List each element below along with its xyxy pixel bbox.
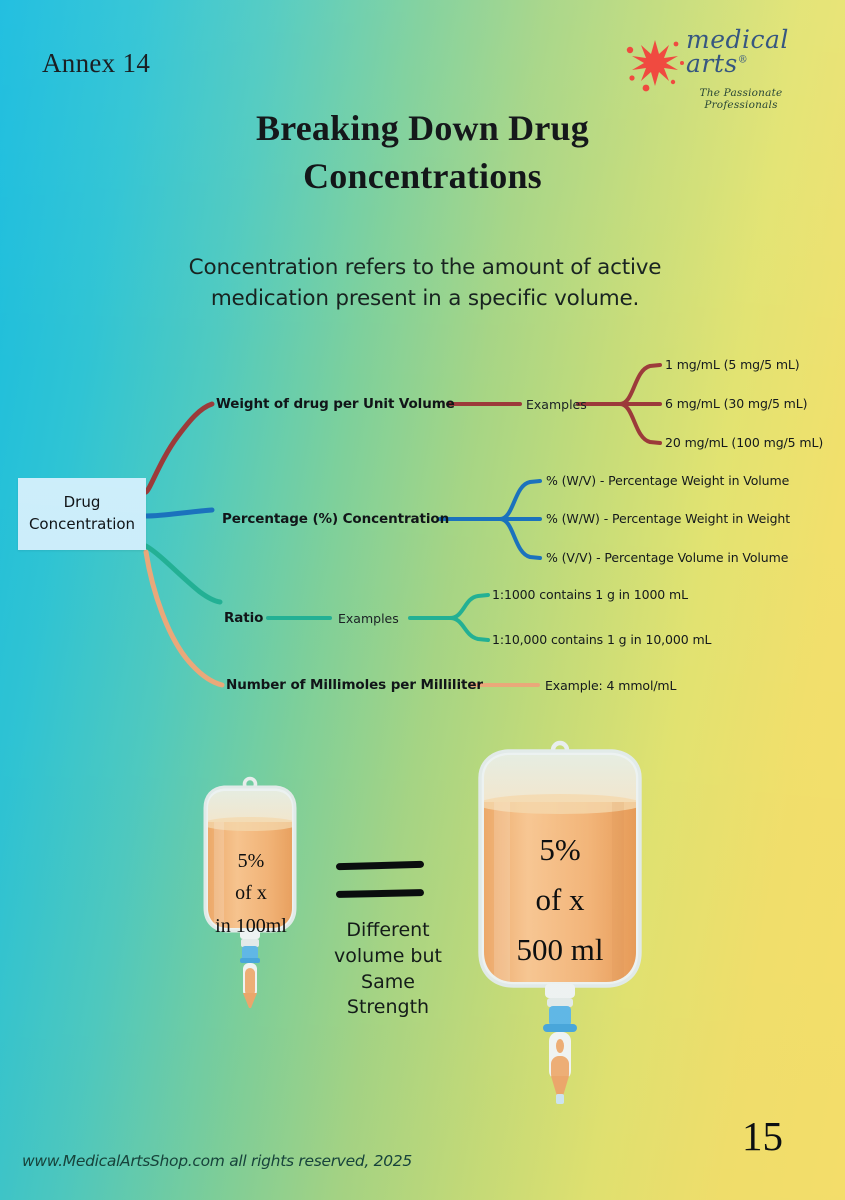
equals-bar-top [335,860,425,871]
branch-1-leaf-line-1 [618,363,662,406]
comparison-caption: Different volume but Same Strength [298,918,478,1021]
mindmap-connectors [143,363,662,688]
page-number: 15 [742,1113,783,1159]
small-bag-line2: of x [235,882,267,905]
branch-1-leaf-2: 6 mg/mL (30 mg/5 mL) [665,396,808,411]
caption-line1: Different [346,919,430,941]
branch-label-weight-per-unit-volume: Weight of drug per Unit Volume [216,396,455,412]
caption-line2: volume but [334,944,442,967]
branch-label-ratio: Ratio [224,610,264,626]
footer-copyright: www.MedicalArtsShop.com all rights reser… [22,1152,412,1170]
mindmap-diagram: Drug Concentration Weight of drug per Un… [0,340,845,720]
branch-label-millimoles-per-milliliter: Number of Millimoles per Milliliter [226,677,483,693]
branch-3-leaf-2: 1:10,000 contains 1 g in 10,000 mL [492,632,712,647]
equals-bar-bottom [335,889,425,898]
branch-2-leaf-1: % (W/V) - Percentage Weight in Volume [546,473,790,488]
branch-2-leaf-line-3 [498,517,542,560]
branch-curve-4 [143,549,225,688]
registered-mark-icon: ® [737,54,749,66]
branch-2-leaf-3: % (V/V) - Percentage Volume in Volume [546,550,789,565]
medical-arts-logo: medical arts® The Passionate Professiona… [612,24,812,111]
branch-curve-1 [143,401,215,495]
large-iv-bag [478,740,642,1104]
page-title: Breaking Down Drug Concentrations [0,104,845,200]
branch-1-mid-label: Examples [526,397,587,412]
branch-label-percentage-concentration: Percentage (%) Concentration [222,511,450,527]
large-bag-line2: of x [535,882,585,918]
caption-line4: Strength [346,996,430,1019]
subtitle-line2: medication present in a specific volume. [210,285,640,311]
logo-brand-line1: medical [686,25,789,54]
branch-curve-3 [143,543,223,605]
branch-3-leaf-line-1 [448,593,490,620]
logo-tagline: The Passionate Professionals [699,87,783,111]
branch-3-mid-label: Examples [338,611,399,626]
splat-icon [626,40,684,92]
center-node-line2: Concentration [28,515,136,533]
equals-sign-icon [335,860,432,904]
subtitle-line1: Concentration refers to the amount of ac… [188,255,662,280]
iv-bags-graphic [203,740,642,1104]
branch-3-leaf-line-2 [448,616,490,642]
branch-curve-2 [143,507,215,519]
large-bag-line1: 5% [539,832,581,867]
page-title-line2: Concentrations [303,156,542,197]
center-node-line1: Drug [63,493,101,512]
subtitle: Concentration refers to the amount of ac… [105,253,745,314]
branch-2-leaf-2: % (W/W) - Percentage Weight in Weight [546,511,791,526]
iv-bag-illustration: 5% of x in 100ml 5% of x 500 ml [0,740,845,1140]
annex-label: Annex 14 [42,48,151,78]
small-bag-line1: 5% [237,850,265,872]
large-bag-line3: 500 ml [516,932,604,968]
caption-line3: Same [361,970,415,993]
branch-1-leaf-line-3 [618,402,662,445]
branch-1-leaf-1: 1 mg/mL (5 mg/5 mL) [665,357,800,372]
branch-3-leaf-1: 1:1000 contains 1 g in 1000 mL [492,587,688,602]
small-iv-bag [203,776,297,1008]
branch-4-leaf-1: Example: 4 mmol/mL [545,678,677,693]
center-node-drug-concentration: Drug Concentration [18,478,146,550]
logo-wordmark: medical arts® [686,25,812,78]
branch-1-leaf-3: 20 mg/mL (100 mg/5 mL) [665,435,824,450]
logo-brand-line2: arts® [686,49,749,78]
small-bag-line3: in 100ml [215,914,287,937]
branch-2-leaf-line-1 [498,479,542,521]
page-title-line1: Breaking Down Drug [256,108,589,148]
